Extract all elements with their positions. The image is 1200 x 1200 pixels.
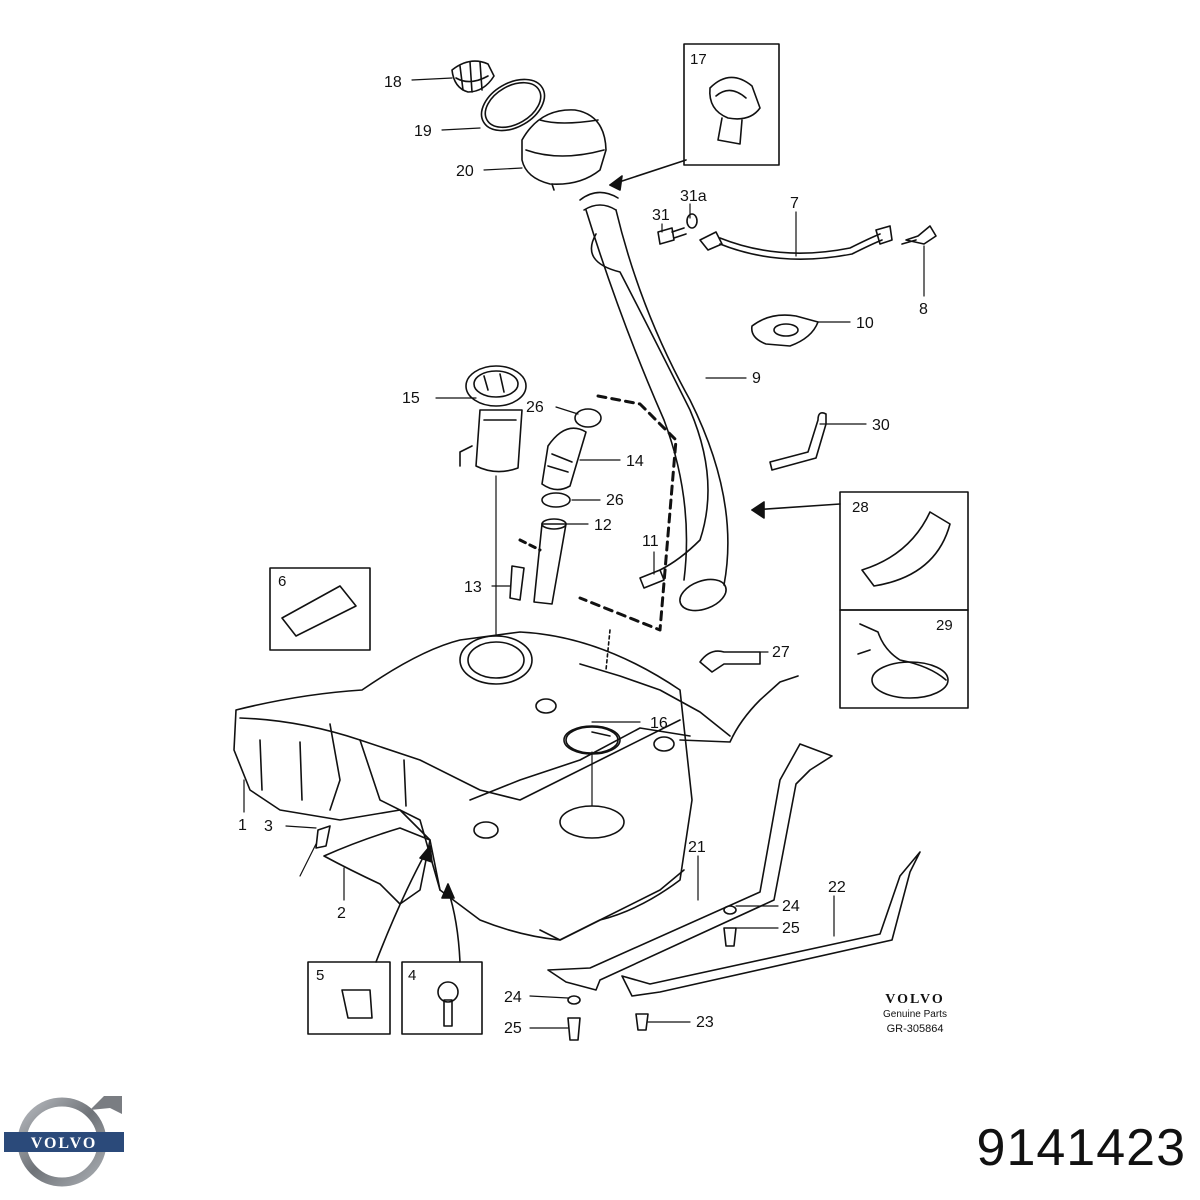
callout-19: 19 [414, 123, 432, 140]
clamp-26-lower [541, 492, 571, 508]
callout-24-right: 24 [782, 898, 800, 915]
screw-3 [315, 825, 331, 849]
tube-13 [509, 565, 525, 601]
ground-strap-7 [699, 225, 893, 260]
callout-4: 4 [408, 967, 416, 984]
callout-18: 18 [384, 74, 402, 91]
detail-box-5 [307, 961, 391, 1035]
bolt-31 [657, 227, 687, 245]
callout-1: 1 [238, 817, 247, 834]
pointer-arrow [609, 159, 687, 186]
callout-2: 2 [337, 905, 346, 922]
hose-30 [769, 412, 827, 471]
callout-15: 15 [402, 390, 420, 407]
fuel-cap-part [451, 60, 495, 93]
washer-31a [686, 213, 698, 229]
callout-27: 27 [772, 644, 790, 661]
callout-16: 16 [650, 715, 668, 732]
callout-7: 7 [790, 195, 799, 212]
callout-14: 14 [626, 453, 644, 470]
callout-13: 13 [464, 579, 482, 596]
wiring-harness [679, 675, 799, 743]
callout-30: 30 [872, 417, 890, 434]
pointer-arrow [751, 503, 841, 511]
filler-pipe-9 [579, 191, 729, 612]
fitting-11 [639, 569, 665, 589]
tube-12 [533, 518, 567, 605]
sender-cap-16 [565, 726, 619, 754]
callout-29: 29 [936, 617, 953, 634]
callout-17: 17 [690, 51, 707, 68]
callout-24-left: 24 [504, 989, 522, 1006]
hose-14 [541, 427, 587, 491]
callout-31: 31 [652, 207, 670, 224]
callout-11: 11 [642, 533, 659, 550]
signature-brand: VOLVO [885, 992, 945, 1007]
fuel-pump-15 [459, 365, 527, 473]
callout-8: 8 [919, 301, 928, 318]
bolt-25-right [723, 927, 737, 947]
callout-26-upper: 26 [526, 399, 544, 416]
bolt-25-left [567, 1017, 581, 1041]
callout-21: 21 [688, 839, 706, 856]
hose-27 [699, 650, 761, 673]
washer-24-right [723, 905, 737, 915]
part-number: 9141423 [976, 1119, 1186, 1177]
callout-25-left: 25 [504, 1020, 522, 1037]
callout-6: 6 [278, 573, 286, 590]
volvo-logo: VOLVO [4, 1096, 124, 1187]
filler-housing-part [521, 109, 607, 191]
callout-22: 22 [828, 879, 846, 896]
callout-31a: 31a [680, 188, 707, 205]
leader-lines [243, 77, 925, 1029]
heat-shield-2 [323, 827, 431, 905]
clamp-26-upper [574, 408, 602, 428]
callout-5: 5 [316, 967, 324, 984]
detail-box-6 [269, 567, 371, 651]
callout-26-lower: 26 [606, 492, 624, 509]
detail-box-4 [401, 961, 483, 1035]
callout-20: 20 [456, 163, 474, 180]
callout-28: 28 [852, 499, 869, 516]
clip-23 [635, 1013, 649, 1031]
callout-3: 3 [264, 818, 273, 835]
bracket-10 [750, 314, 819, 347]
callout-12: 12 [594, 517, 612, 534]
callout-10: 10 [856, 315, 874, 332]
detail-box-17 [683, 43, 780, 166]
screw-8 [901, 225, 937, 245]
callout-23: 23 [696, 1014, 714, 1031]
callout-9: 9 [752, 370, 761, 387]
callout-labels: 18 19 20 17 31 31a 7 8 10 9 15 26 14 26 … [238, 51, 953, 1037]
strap-22 [621, 851, 921, 997]
volvo-genuine-parts-signature: VOLVO Genuine Parts GR-305864 [872, 992, 958, 1035]
strap-21 [547, 743, 833, 991]
signature-code: GR-305864 [886, 1023, 944, 1035]
detail-box-29 [839, 609, 969, 709]
fuel-tank-1 [233, 629, 731, 941]
seal-ring-part [480, 78, 546, 132]
washer-24-left [567, 995, 581, 1005]
callout-25-right: 25 [782, 920, 800, 937]
dashed-group-marker [578, 394, 678, 632]
signature-subtitle: Genuine Parts [883, 1009, 947, 1020]
logo-wordmark: VOLVO [31, 1135, 98, 1152]
pointer-arrow [375, 851, 427, 963]
